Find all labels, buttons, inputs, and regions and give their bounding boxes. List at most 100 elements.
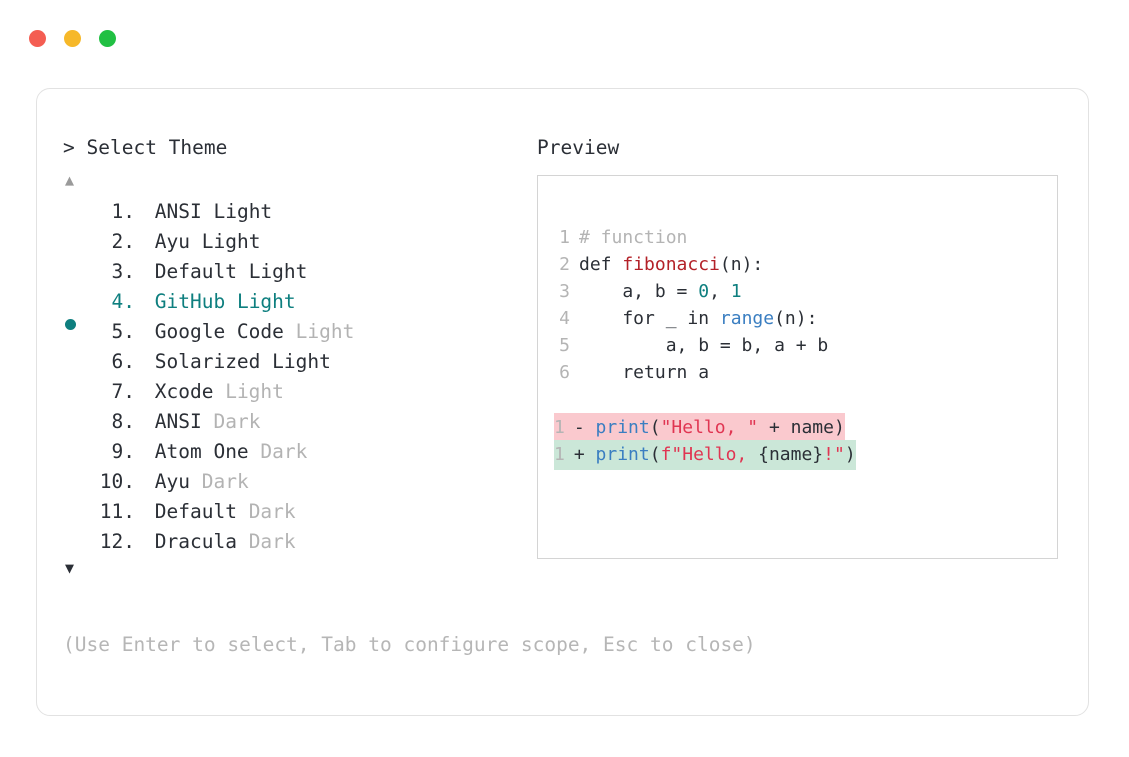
list-item[interactable]: 6. Solarized Light — [63, 347, 533, 377]
line-number: 5 — [559, 335, 570, 356]
code-token: (n): — [719, 254, 764, 275]
theme-variant: Light — [248, 260, 308, 283]
diff-sign-gap — [585, 444, 596, 465]
theme-name: ANSI — [154, 410, 202, 433]
list-item[interactable]: 3. Default Light — [63, 257, 533, 287]
code-token: 0 — [698, 281, 710, 302]
list-item-selected[interactable]: 4. GitHub Light — [63, 287, 533, 330]
code-line: 6 return a — [538, 359, 1057, 386]
list-item[interactable]: 10. Ayu Dark — [63, 467, 533, 497]
list-item[interactable]: 9. Atom One Dark — [63, 437, 533, 467]
list-item[interactable]: 1. ANSI Light — [63, 197, 533, 227]
minimize-window-button[interactable] — [64, 30, 81, 47]
theme-name-gap — [190, 227, 202, 257]
code-token: !" — [823, 444, 845, 465]
theme-list[interactable]: 1. ANSI Light 2. Ayu Light 3. — [63, 197, 533, 557]
theme-name-gap — [190, 467, 202, 497]
theme-variant: Light — [201, 230, 261, 253]
code-token: return a — [579, 362, 710, 383]
prompt-spacer — [75, 136, 87, 159]
code-line: 3 a, b = 0, 1 — [538, 278, 1057, 305]
theme-variant: Light — [213, 200, 273, 223]
theme-name-gap — [237, 527, 249, 557]
code-token: {name} — [758, 444, 824, 465]
theme-name-gap — [225, 287, 237, 317]
theme-name: ANSI — [154, 200, 202, 223]
theme-name: Dracula — [154, 530, 237, 553]
code-token: a, b = — [579, 281, 699, 302]
theme-index: 10. — [99, 470, 135, 493]
code-token: ) — [844, 444, 856, 465]
prompt-marker: > — [63, 136, 75, 159]
code-token: , — [709, 281, 731, 302]
code-line: 5 a, b = b, a + b — [538, 332, 1057, 359]
theme-name-gap — [202, 407, 214, 437]
scroll-up-icon[interactable]: ▲ — [65, 171, 75, 189]
code-token: print — [595, 417, 650, 438]
theme-index: 6. — [111, 350, 135, 373]
diff-removed-highlight: 1- print("Hello, " + name) — [554, 413, 845, 443]
list-item[interactable]: 5. Google Code Light — [63, 317, 533, 347]
maximize-window-button[interactable] — [99, 30, 116, 47]
theme-name: Xcode — [154, 380, 214, 403]
line-number: 2 — [559, 254, 570, 275]
theme-variant: Dark — [260, 440, 308, 463]
scroll-down-icon[interactable]: ▼ — [65, 559, 75, 577]
code-token: ( — [649, 444, 661, 465]
line-number: 6 — [559, 362, 570, 383]
page-title: Select Theme — [86, 136, 228, 159]
theme-index: 1. — [111, 200, 135, 223]
list-item[interactable]: 11. Default Dark — [63, 497, 533, 527]
selected-bullet-icon — [65, 319, 76, 330]
theme-picker-card: > Select Theme ▲ 1. ANSI Light 2. Ayu — [36, 88, 1089, 716]
diff-sign-gap — [585, 417, 596, 438]
theme-name-gap — [237, 497, 249, 527]
theme-picker-body: > Select Theme ▲ 1. ANSI Light 2. Ayu — [37, 89, 1088, 715]
code-token: "Hello, " — [660, 417, 759, 438]
list-item[interactable]: 2. Ayu Light — [63, 227, 533, 257]
theme-name-gap — [260, 347, 272, 377]
theme-name-gap — [249, 437, 261, 467]
theme-index-gap — [135, 197, 155, 227]
theme-index-gap — [135, 347, 155, 377]
theme-variant: Dark — [248, 530, 296, 553]
theme-index: 8. — [111, 410, 135, 433]
theme-index: 4. — [111, 290, 135, 313]
close-window-button[interactable] — [29, 30, 46, 47]
theme-index: 12. — [99, 530, 135, 553]
list-item[interactable]: 8. ANSI Dark — [63, 407, 533, 437]
theme-name: Google Code — [154, 320, 284, 343]
theme-variant: Light — [225, 380, 284, 403]
theme-name: Solarized — [154, 350, 261, 373]
line-number: 1 — [554, 444, 565, 465]
theme-index-gap — [135, 377, 155, 407]
prompt-header: > Select Theme — [63, 135, 533, 161]
list-item[interactable]: 7. Xcode Light — [63, 377, 533, 407]
line-number: 3 — [559, 281, 570, 302]
code-token: fibonacci — [622, 254, 720, 275]
list-item[interactable]: 12. Dracula Dark — [63, 527, 533, 557]
diff-line-added: 1+ print(f"Hello, {name}!") — [538, 440, 1057, 470]
theme-index: 5. — [111, 320, 135, 343]
diff-sign: + — [573, 444, 585, 465]
code-token: for _ in — [579, 308, 720, 329]
theme-name-gap — [237, 257, 249, 287]
theme-index: 2. — [111, 230, 135, 253]
line-number: 1 — [554, 417, 565, 438]
theme-index-gap — [135, 227, 155, 257]
code-token: range — [719, 308, 775, 329]
code-token: ( — [649, 417, 661, 438]
code-token: a, b = b, a + b — [579, 335, 829, 356]
line-number: 1 — [559, 227, 570, 248]
theme-name: Ayu — [154, 230, 190, 253]
theme-name: Default — [154, 260, 237, 283]
theme-variant: Dark — [213, 410, 261, 433]
theme-name-gap — [202, 197, 214, 227]
theme-index-gap — [135, 527, 155, 557]
theme-index-gap — [135, 437, 155, 467]
theme-index-gap — [135, 497, 155, 527]
theme-variant: Light — [295, 320, 355, 343]
